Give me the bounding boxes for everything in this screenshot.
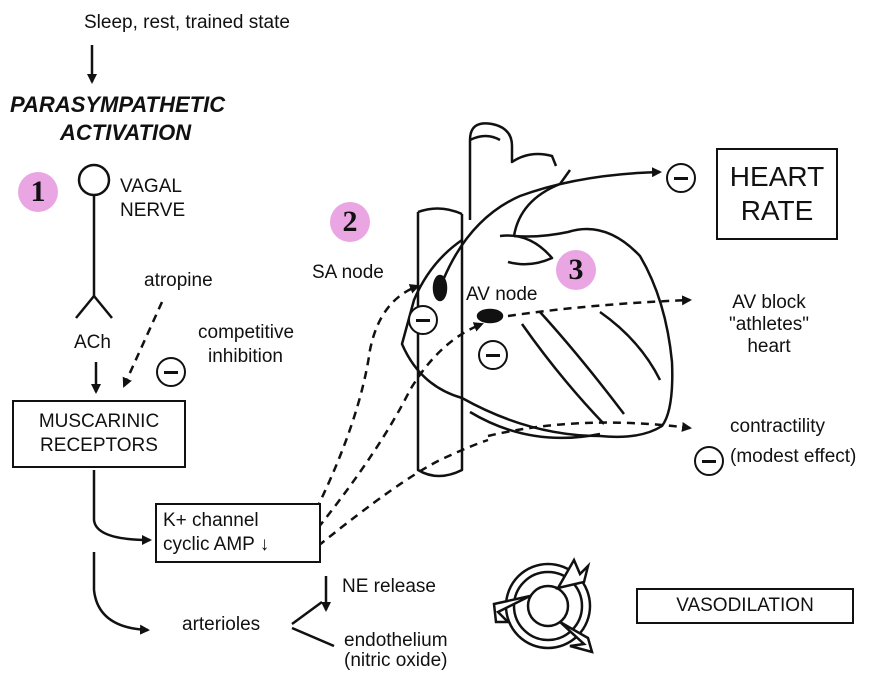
neuron-icon (76, 165, 112, 318)
ach-label: ACh (74, 332, 111, 354)
heading-line1: PARASYMPATHETIC (10, 92, 225, 118)
rate-label: RATE (718, 194, 836, 228)
nitric-oxide-label: (nitric oxide) (344, 650, 447, 672)
badge-1: 1 (18, 172, 58, 212)
inhibition-label: inhibition (208, 346, 283, 368)
vasodilation-label: VASODILATION (676, 595, 814, 616)
fork-upper (292, 602, 322, 624)
minus-sign-icon (694, 446, 724, 476)
receptor-to-channel-arrow (94, 470, 150, 540)
av-block-label: AV block (714, 292, 824, 314)
athletes-label: "athletes" (714, 314, 824, 336)
receptors-label: RECEPTORS (14, 434, 184, 458)
channel-to-sa-arrow (316, 286, 418, 510)
cyclic-amp-label: cyclic AMP ↓ (163, 533, 313, 557)
badge-2: 2 (330, 202, 370, 242)
vessel-dilation-icon (494, 560, 592, 652)
sa-node-label: SA node (312, 262, 384, 284)
heart-label: HEART (718, 160, 836, 194)
ne-release-label: NE release (342, 576, 436, 598)
channel-to-av-arrow (318, 324, 482, 528)
muscarinic-receptors-box: MUSCARINIC RECEPTORS (12, 400, 186, 468)
competitive-label: competitive (198, 322, 294, 344)
heading-line2: ACTIVATION (60, 120, 191, 146)
muscarinic-label: MUSCARINIC (14, 410, 184, 434)
minus-sign-icon (666, 163, 696, 193)
heart-word-label: heart (714, 336, 824, 358)
vagal-label: VAGAL (120, 176, 182, 198)
badge-3: 3 (556, 250, 596, 290)
contractility-label: contractility (730, 416, 825, 438)
heart-rate-box: HEART RATE (716, 148, 838, 240)
receptor-to-arterioles-arrow (94, 552, 148, 630)
k-channel-label: K+ channel (163, 509, 313, 533)
modest-effect-label: (modest effect) (730, 446, 856, 468)
atropine-label: atropine (144, 270, 213, 292)
fork-lower (292, 628, 334, 646)
ventricle-to-contractility-arrow (488, 423, 690, 436)
trigger-label: Sleep, rest, trained state (84, 12, 290, 34)
down-arrow-icon: ↓ (260, 534, 270, 555)
minus-sign-icon (156, 357, 186, 387)
vasodilation-box: VASODILATION (636, 588, 854, 624)
channel-box: K+ channel cyclic AMP ↓ (155, 503, 321, 563)
endothelium-label: endothelium (344, 630, 448, 652)
arterioles-label: arterioles (182, 614, 260, 636)
minus-sign-icon (408, 305, 438, 335)
minus-sign-icon (478, 340, 508, 370)
av-node-label: AV node (466, 284, 537, 306)
nerve-label: NERVE (120, 200, 185, 222)
